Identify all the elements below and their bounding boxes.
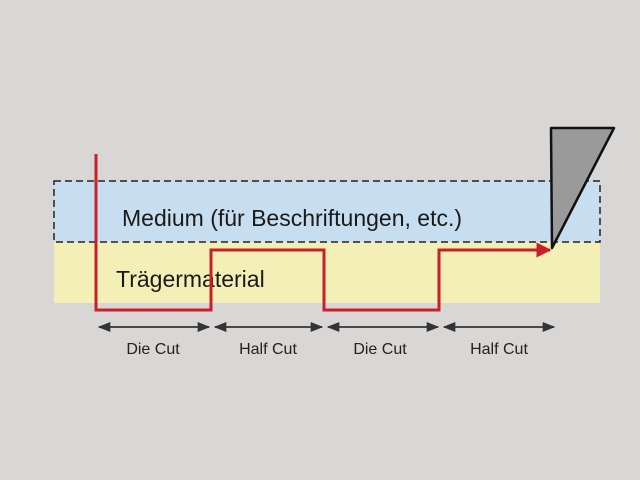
segment-label-half-cut-2: Half Cut [470,341,528,358]
segment-label-die-cut-1: Die Cut [126,341,180,358]
carrier-label: Trägermaterial [116,266,265,292]
segment-label-half-cut-1: Half Cut [239,341,297,358]
medium-layer [54,181,600,242]
medium-layer-border [53,180,601,243]
segment-label-die-cut-2: Die Cut [353,341,407,358]
blade-icon [549,126,616,250]
medium-label: Medium (für Beschriftungen, etc.) [122,205,462,231]
carrier-layer [54,242,600,303]
cut-path [94,154,552,312]
